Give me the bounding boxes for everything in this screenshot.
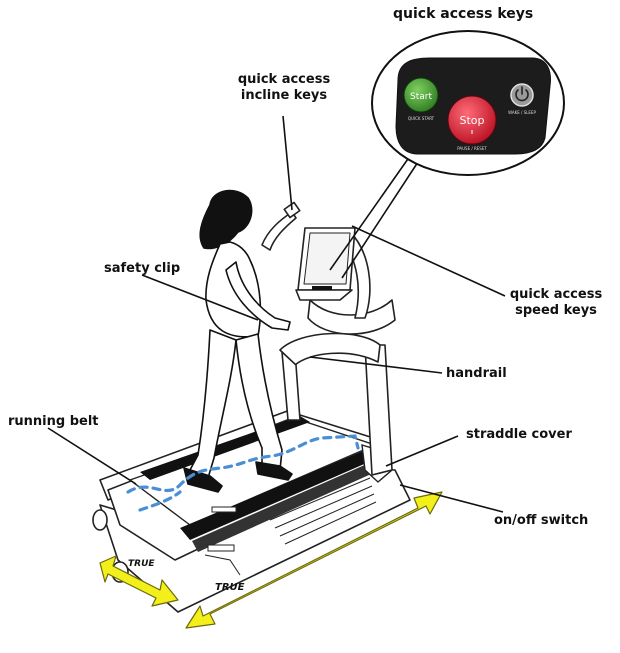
stop-button-sublabel: PAUSE / RESET: [457, 146, 487, 151]
label-quick-access-keys: quick access keys: [393, 6, 533, 22]
deck-logo-right: TRUE: [215, 582, 245, 593]
label-incline-keys: quick access incline keys: [226, 72, 342, 104]
stop-button-pause-mark: II: [471, 130, 474, 136]
leader-incline-keys: [283, 116, 292, 210]
power-button-sublabel: WAKE / SLEEP: [508, 110, 536, 115]
console: [296, 228, 355, 300]
leader-quick-keys-1: [330, 156, 410, 270]
label-speed-keys-line1: quick access: [500, 287, 612, 303]
label-safety-clip: safety clip: [104, 261, 180, 277]
label-incline-keys-line2: incline keys: [226, 88, 342, 104]
start-button-label: Start: [410, 92, 432, 102]
label-on-off-switch: on/off switch: [494, 513, 588, 529]
leader-speed-keys: [352, 226, 505, 296]
leader-running-belt: [48, 428, 136, 484]
label-running-belt: running belt: [8, 414, 99, 430]
label-speed-keys-line2: speed keys: [500, 303, 612, 319]
label-straddle-cover: straddle cover: [466, 427, 572, 443]
label-handrail: handrail: [446, 366, 507, 382]
label-incline-keys-line1: quick access: [226, 72, 342, 88]
deck-logo-left: TRUE: [128, 559, 155, 569]
start-button-sublabel: QUICK START: [408, 116, 435, 121]
leader-straddle-cover: [386, 436, 458, 466]
stop-button-label: Stop: [459, 114, 484, 127]
label-speed-keys: quick access speed keys: [500, 287, 612, 319]
leader-quick-keys-2: [342, 162, 418, 278]
